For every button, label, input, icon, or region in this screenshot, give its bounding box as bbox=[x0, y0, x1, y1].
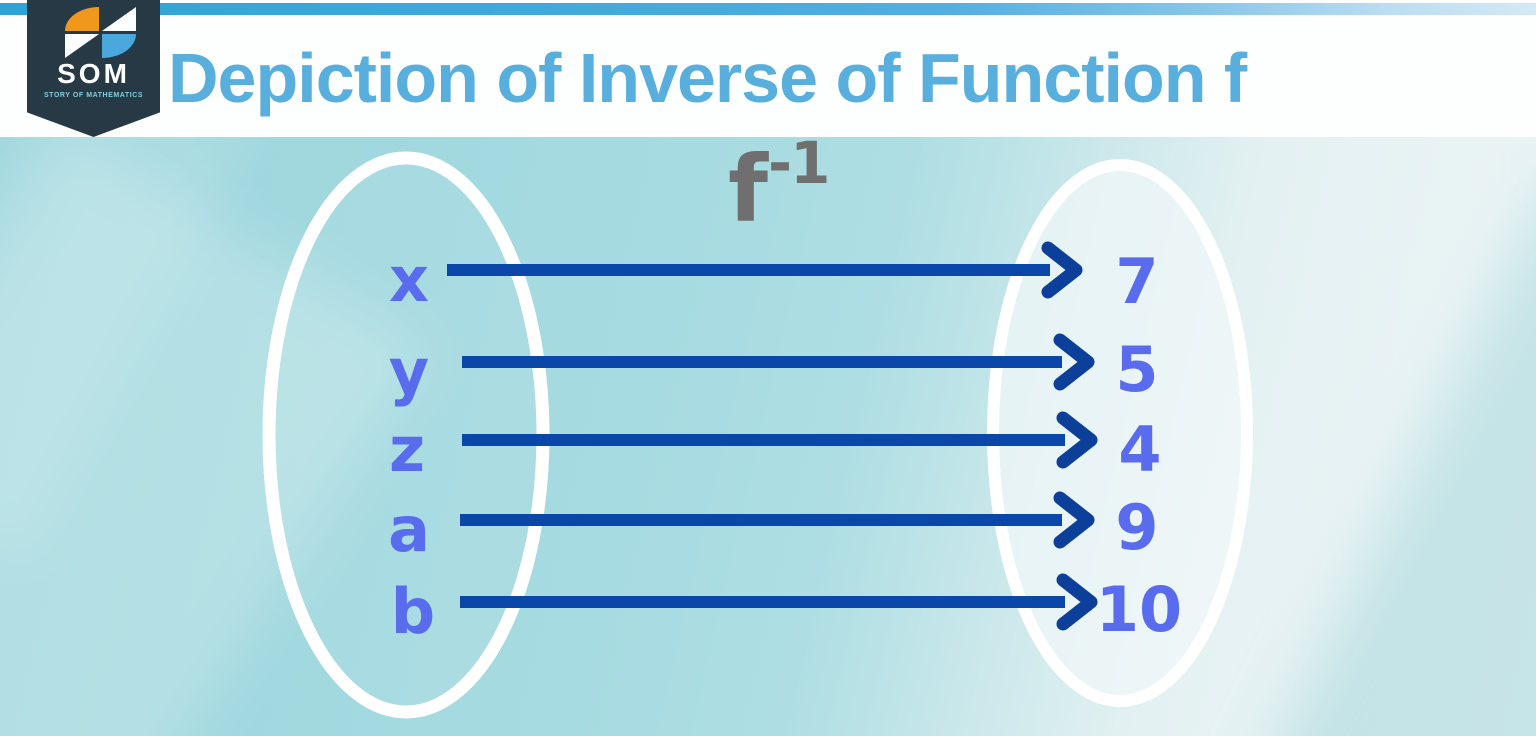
domain-element-a: a bbox=[388, 493, 430, 566]
domain-element-b: b bbox=[390, 575, 436, 648]
range-element-10: 10 bbox=[1095, 573, 1183, 646]
pinwheel-blue-quarter bbox=[102, 34, 136, 58]
logo-tagline: STORY OF MATHEMATICS bbox=[43, 92, 144, 99]
arrow-a-to-9 bbox=[460, 491, 1095, 549]
range-set-ellipse bbox=[987, 159, 1253, 707]
pinwheel-icon bbox=[65, 7, 136, 58]
page-title: Depiction of Inverse of Function f bbox=[168, 38, 1247, 117]
range-element-7: 7 bbox=[1115, 245, 1159, 318]
mapping-diagram bbox=[262, 151, 1253, 719]
header-band bbox=[0, 0, 1536, 137]
som-logo-badge: SOM STORY OF MATHEMATICS bbox=[27, 0, 160, 137]
arrow-z-to-4 bbox=[462, 411, 1098, 469]
domain-element-x: x bbox=[389, 243, 429, 316]
arrow-x-to-7 bbox=[447, 241, 1083, 299]
header-accent-stripe bbox=[0, 3, 1536, 15]
inverse-function-label: f-1 bbox=[728, 137, 830, 243]
logo-name: SOM bbox=[57, 58, 130, 89]
function-label-exponent: -1 bbox=[768, 137, 830, 197]
arrow-b-to-10 bbox=[460, 573, 1098, 631]
domain-element-z: z bbox=[388, 413, 426, 486]
range-element-9: 9 bbox=[1115, 491, 1159, 564]
pinwheel-orange-quarter bbox=[65, 7, 99, 31]
range-element-4: 4 bbox=[1118, 413, 1162, 486]
pinwheel-white-triangle-top bbox=[102, 7, 136, 31]
domain-element-y: y bbox=[388, 335, 430, 408]
function-label-base: f bbox=[728, 137, 769, 243]
pinwheel-white-triangle-bottom bbox=[65, 34, 99, 58]
arrow-y-to-5 bbox=[462, 333, 1095, 391]
diagram-area: f-1 x y z a b 7 5 4 9 10 bbox=[0, 137, 1536, 736]
range-element-5: 5 bbox=[1115, 333, 1159, 406]
